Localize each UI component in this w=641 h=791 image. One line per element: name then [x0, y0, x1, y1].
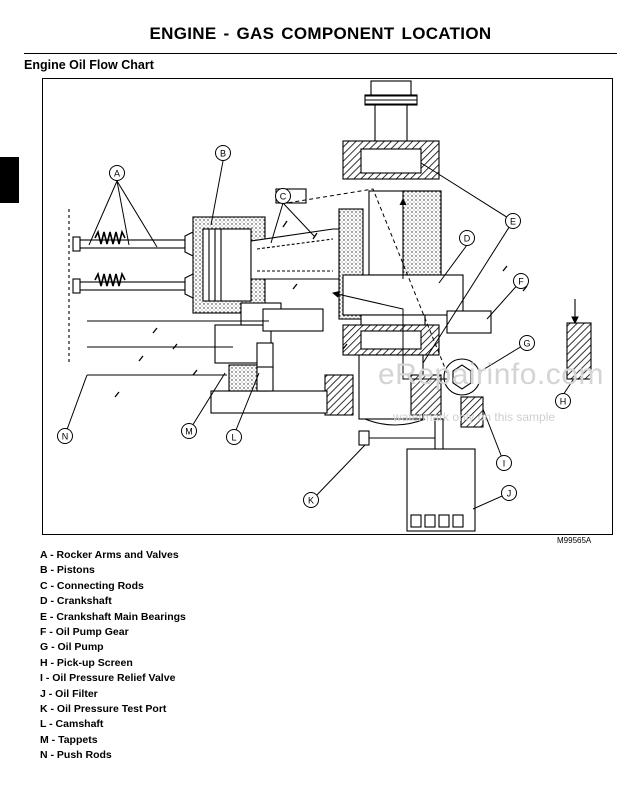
legend-item-h: H - Pick-up Screen	[40, 656, 133, 669]
svg-text:L: L	[231, 433, 236, 443]
figure-id: M99565A	[557, 536, 592, 545]
legend-item-b: B - Pistons	[40, 564, 95, 577]
watermark-subtext: watermark only on this sample	[393, 410, 556, 424]
callout-c: C	[275, 188, 291, 204]
piston	[192, 216, 266, 314]
page-title: ENGINE - GAS COMPONENT LOCATION	[149, 24, 492, 43]
svg-text:A: A	[114, 169, 120, 179]
legend-item-n: N - Push Rods	[40, 749, 112, 762]
callout-b: B	[215, 145, 231, 161]
callout-i: I	[496, 455, 512, 471]
legend-item-f: F - Oil Pump Gear	[40, 625, 129, 638]
camshaft-and-tappets	[87, 302, 328, 414]
legend-list: A - Rocker Arms and Valves B - Pistons C…	[40, 548, 186, 763]
legend-item-c: C - Connecting Rods	[40, 579, 144, 592]
callout-a: A	[109, 165, 125, 181]
callout-m: M	[181, 423, 197, 439]
svg-text:M: M	[185, 427, 193, 437]
callout-f: F	[513, 273, 529, 289]
legend-item-l: L - Camshaft	[40, 718, 104, 731]
legend-item-e: E - Crankshaft Main Bearings	[40, 610, 186, 623]
oil-flow-diagram: A B C D E F G H	[42, 78, 613, 535]
svg-text:E: E	[510, 217, 516, 227]
svg-text:H: H	[560, 397, 567, 407]
legend-item-a: A - Rocker Arms and Valves	[40, 549, 179, 561]
section-title: Engine Oil Flow Chart	[24, 58, 154, 72]
legend-item-m: M - Tappets	[40, 733, 98, 746]
legend-item-j: J - Oil Filter	[40, 687, 98, 700]
svg-text:G: G	[523, 339, 530, 349]
legend-item-g: G - Oil Pump	[40, 641, 104, 654]
title-divider	[24, 53, 617, 54]
svg-text:D: D	[464, 234, 471, 244]
watermark-text: eRepairinfo.com	[378, 358, 604, 391]
legend-item-i: I - Oil Pressure Relief Valve	[40, 672, 176, 685]
callout-h: H	[555, 393, 571, 409]
svg-text:I: I	[503, 459, 506, 469]
callout-k: K	[303, 492, 319, 508]
callout-n: N	[57, 428, 73, 444]
svg-text:F: F	[518, 277, 524, 287]
oil-pump-assembly	[358, 299, 592, 532]
svg-text:N: N	[62, 432, 69, 442]
callout-j: J	[501, 485, 517, 501]
callout-d: D	[459, 230, 475, 246]
svg-text:K: K	[308, 496, 314, 506]
callout-leaders	[64, 160, 576, 510]
crankshaft	[324, 80, 464, 426]
callout-e: E	[505, 213, 521, 229]
svg-text:C: C	[280, 192, 287, 202]
svg-text:J: J	[507, 489, 512, 499]
rocker-arms-and-valves	[68, 209, 196, 364]
legend-item-d: D - Crankshaft	[40, 595, 112, 608]
chapter-tab-marker	[0, 157, 19, 203]
callout-g: G	[519, 335, 535, 351]
callout-l: L	[226, 429, 242, 445]
oil-flow-paths	[114, 188, 528, 398]
svg-text:B: B	[220, 149, 226, 159]
legend-item-k: K - Oil Pressure Test Port	[40, 702, 167, 715]
oil-flow-drawing: A B C D E F G H	[57, 80, 592, 532]
